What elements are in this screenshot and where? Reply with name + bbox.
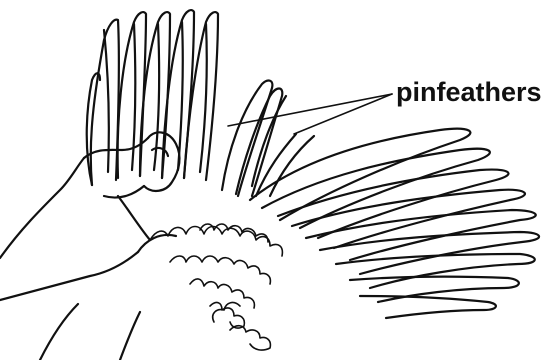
primary-feathers xyxy=(87,10,218,185)
pinfeather-shafts xyxy=(222,81,314,196)
covert-feathers xyxy=(150,224,282,350)
pinfeathers-label: pinfeathers xyxy=(396,77,542,107)
